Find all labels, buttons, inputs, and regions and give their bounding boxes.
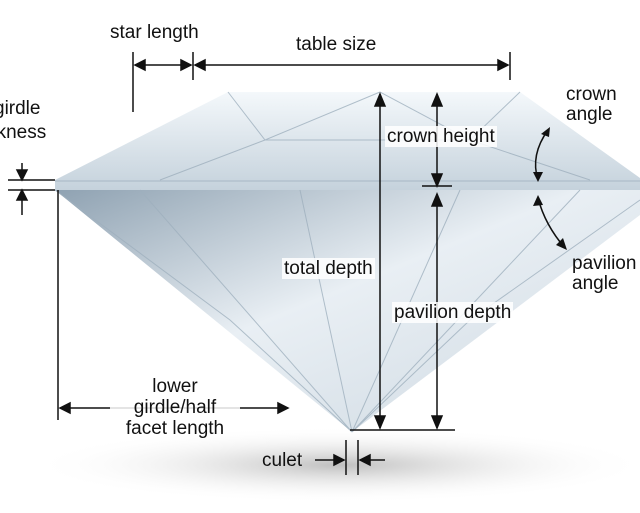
angle-arrowheads <box>533 127 567 250</box>
label-pavilion-angle-1: pavilion <box>572 253 637 274</box>
label-total-depth: total depth <box>282 258 375 279</box>
label-lower-girdle-3: facet length <box>125 418 225 439</box>
label-crown-angle-1: crown <box>566 84 617 105</box>
label-star-length: star length <box>110 22 199 43</box>
label-girdle-thickness-2: thickness <box>0 122 47 143</box>
label-pavilion-depth: pavilion depth <box>392 302 514 323</box>
label-pavilion-angle-2: angle <box>572 273 619 294</box>
label-crown-height: crown height <box>385 126 497 147</box>
label-girdle-thickness-1: girdle <box>0 98 41 119</box>
label-table-size: table size <box>296 34 377 55</box>
label-crown-angle-2: angle <box>566 104 613 125</box>
label-culet: culet <box>262 450 303 471</box>
label-lower-girdle-1: lower <box>152 376 198 397</box>
diamond-pavilion <box>55 190 640 432</box>
diamond-crown <box>55 92 640 190</box>
label-lower-girdle-2: girdle/half <box>110 397 240 418</box>
